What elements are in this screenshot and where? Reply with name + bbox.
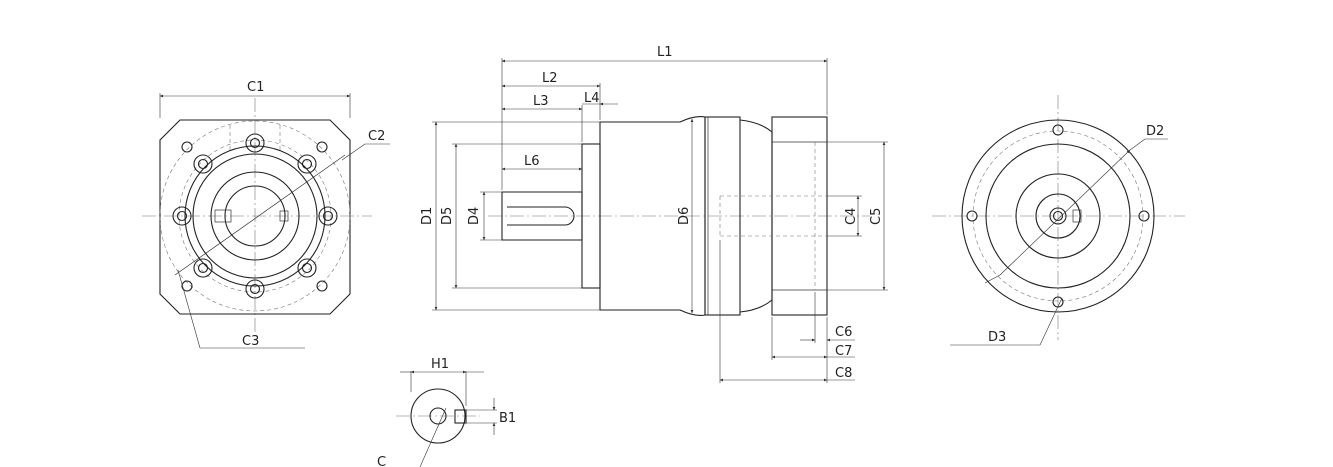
label-d3: D3 xyxy=(988,330,1006,345)
label-c4: C4 xyxy=(844,208,859,225)
label-l2: L2 xyxy=(542,71,558,86)
shaft-key-detail xyxy=(396,370,497,467)
label-h1: H1 xyxy=(431,357,449,372)
label-d2: D2 xyxy=(1146,124,1164,139)
front-flange-view xyxy=(142,93,390,349)
label-d4: D4 xyxy=(467,207,482,225)
label-c5: C5 xyxy=(869,208,884,225)
label-d5: D5 xyxy=(440,207,455,225)
label-c8: C8 xyxy=(835,366,852,381)
label-l1: L1 xyxy=(657,45,673,60)
label-d1: D1 xyxy=(420,207,435,225)
label-l4: L4 xyxy=(584,91,600,106)
label-d6: D6 xyxy=(677,207,692,225)
label-c7: C7 xyxy=(835,344,852,359)
label-b1: B1 xyxy=(499,411,516,426)
label-l3: L3 xyxy=(533,94,549,109)
label-c1: C1 xyxy=(247,80,264,95)
label-c6: C6 xyxy=(835,325,852,340)
label-c: C xyxy=(377,455,386,467)
rear-view xyxy=(932,95,1185,346)
label-l6: L6 xyxy=(524,154,540,169)
side-view xyxy=(432,58,888,383)
label-c3: C3 xyxy=(242,334,259,349)
label-c2: C2 xyxy=(368,129,385,144)
